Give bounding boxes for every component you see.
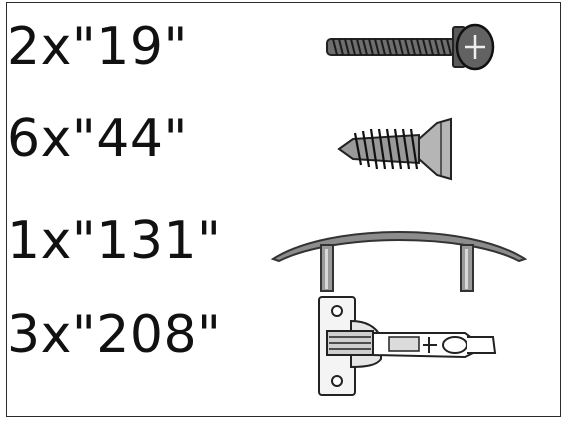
hardware-row-machine-screw: 2x"19" — [7, 15, 560, 115]
hardware-row-wood-screw: 6x"44" — [7, 107, 560, 207]
cabinet-handle-icon — [270, 231, 528, 292]
quantity-label: 1x"131" — [7, 211, 222, 271]
hardware-list-sheet: 2x"19" 6x"44" — [6, 2, 561, 417]
cabinet-hinge-icon — [318, 296, 497, 396]
hardware-row-cabinet-handle: 1x"131" — [7, 209, 560, 309]
quantity-label: 3x"208" — [7, 305, 222, 365]
quantity-label: 2x"19" — [7, 17, 188, 77]
wood-screw-icon — [337, 117, 452, 181]
machine-screw-icon — [326, 23, 495, 71]
quantity-label: 6x"44" — [7, 109, 188, 169]
hardware-row-cabinet-hinge: 3x"208" — [7, 296, 560, 403]
